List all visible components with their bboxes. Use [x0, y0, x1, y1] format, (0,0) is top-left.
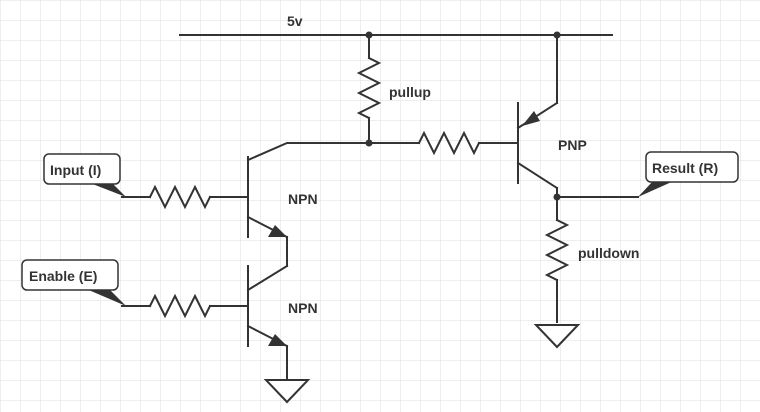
- ground-icon: [263, 379, 311, 404]
- junction-dot: [365, 139, 373, 147]
- result-terminal[interactable]: Result (R): [638, 151, 739, 197]
- supply-label: 5v: [287, 13, 303, 29]
- npn-top-label: NPN: [288, 191, 318, 207]
- enable-terminal-label: Enable (E): [29, 268, 97, 284]
- result-terminal-label: Result (R): [652, 160, 718, 176]
- pnp-base-resistor: [417, 130, 519, 156]
- ground-icon: [533, 324, 581, 349]
- input-terminal-label: Input (I): [50, 162, 101, 178]
- input-terminal[interactable]: Input (I): [43, 153, 126, 197]
- pnp-transistor: [516, 34, 559, 198]
- enable-base-resistor: [121, 293, 249, 319]
- npn-transistor-top: [246, 156, 289, 292]
- npn-transistor-bottom: [246, 265, 289, 379]
- pullup-label: pullup: [389, 84, 431, 100]
- enable-terminal[interactable]: Enable (E): [21, 259, 126, 306]
- input-base-resistor: [121, 184, 249, 210]
- pulldown-label: pulldown: [578, 245, 639, 261]
- collector-node: [246, 139, 420, 162]
- pulldown-resistor: [544, 196, 570, 323]
- pullup-resistor: [356, 34, 382, 144]
- pnp-label: PNP: [558, 137, 587, 153]
- npn-bottom-label: NPN: [288, 300, 318, 316]
